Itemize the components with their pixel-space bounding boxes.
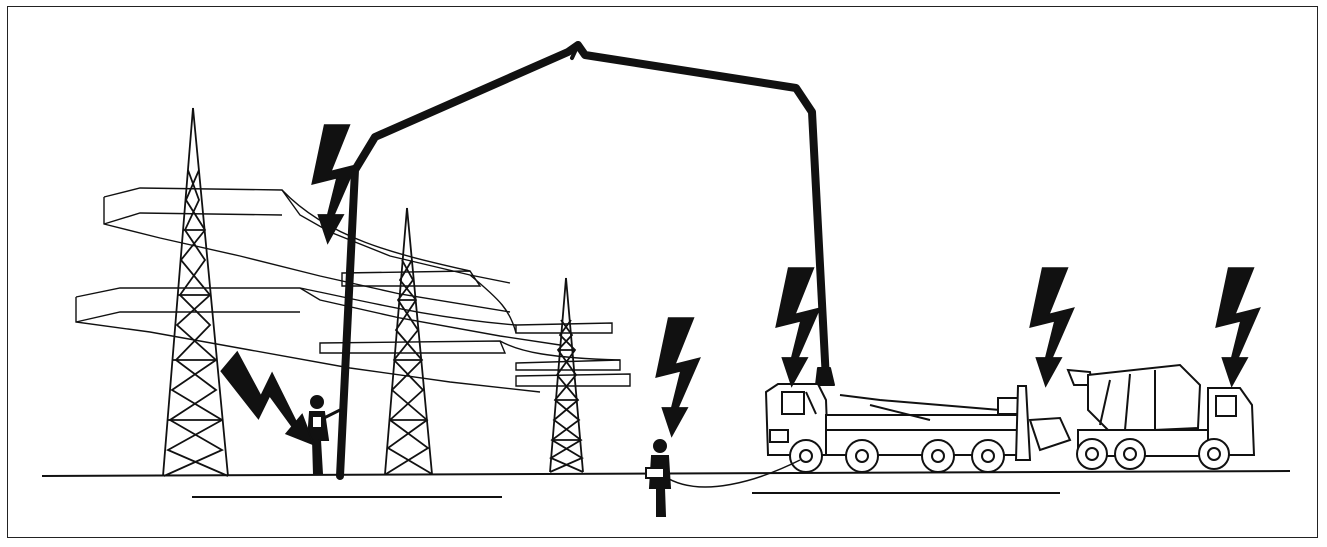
lightning-bolt-icon xyxy=(655,317,701,438)
lightning-bolt-shape xyxy=(655,317,701,438)
lightning-bolt-icon xyxy=(1215,267,1261,388)
lightning-bolt-shape xyxy=(311,124,357,245)
lightning-bolt-icon xyxy=(1029,267,1075,388)
lightning-bolt-icon xyxy=(220,350,315,446)
lightning-bolt-icon xyxy=(311,124,357,245)
concrete-pump-boom xyxy=(336,41,835,480)
lightning-hazard-symbols xyxy=(220,124,1261,446)
transmission-tower-middle xyxy=(384,207,433,475)
worker-at-boom xyxy=(306,395,341,475)
concrete-mixer-truck xyxy=(1066,363,1256,470)
mixer-truck-wheels xyxy=(1076,438,1230,470)
remote-control-operator xyxy=(645,439,801,517)
pump-truck-wheels xyxy=(789,439,1005,473)
transmission-tower-right xyxy=(549,277,584,473)
lightning-bolt-shape xyxy=(1029,267,1075,388)
lightning-bolt-icon xyxy=(775,267,821,388)
power-line-conductors xyxy=(75,187,631,393)
lightning-bolt-shape xyxy=(775,267,821,388)
concrete-pump-truck xyxy=(764,383,1072,473)
transmission-tower-left xyxy=(162,107,229,477)
lightning-bolt-shape xyxy=(220,350,315,446)
lightning-bolt-shape xyxy=(1215,267,1261,388)
